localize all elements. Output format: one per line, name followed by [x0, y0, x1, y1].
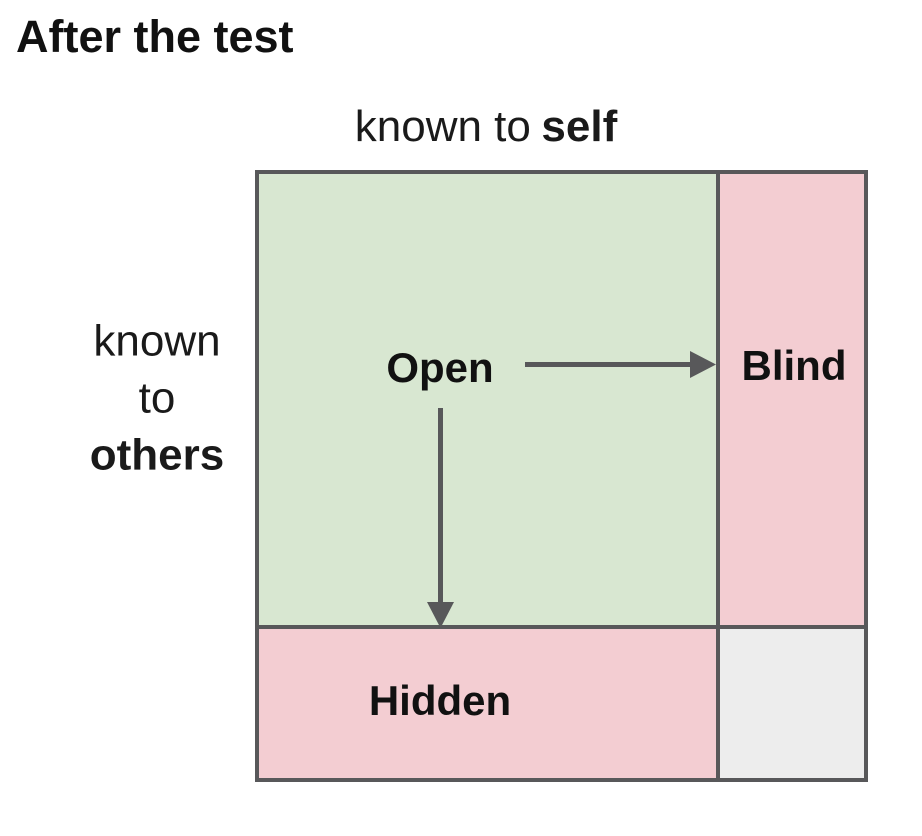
page-title: After the test: [16, 11, 294, 62]
axis-top-bold-text: self: [541, 102, 618, 151]
axis-left-bold-line: others: [89, 430, 225, 480]
quadrant-open: [259, 174, 716, 625]
axis-top-regular-text: known to: [354, 102, 531, 151]
quadrant-blind-label: Blind: [741, 342, 847, 389]
axis-left-line-1: known: [93, 316, 221, 366]
axis-label-known-to-others: known to others: [90, 313, 224, 484]
axis-left-line-2: to: [138, 373, 176, 423]
quadrant-open-label: Open: [386, 344, 494, 391]
quadrant-blind: [720, 174, 864, 625]
quadrant-hidden: [259, 629, 716, 778]
quadrant-unknown: [720, 629, 864, 778]
quadrant-hidden-label: Hidden: [368, 677, 512, 724]
johari-grid: [255, 170, 868, 782]
